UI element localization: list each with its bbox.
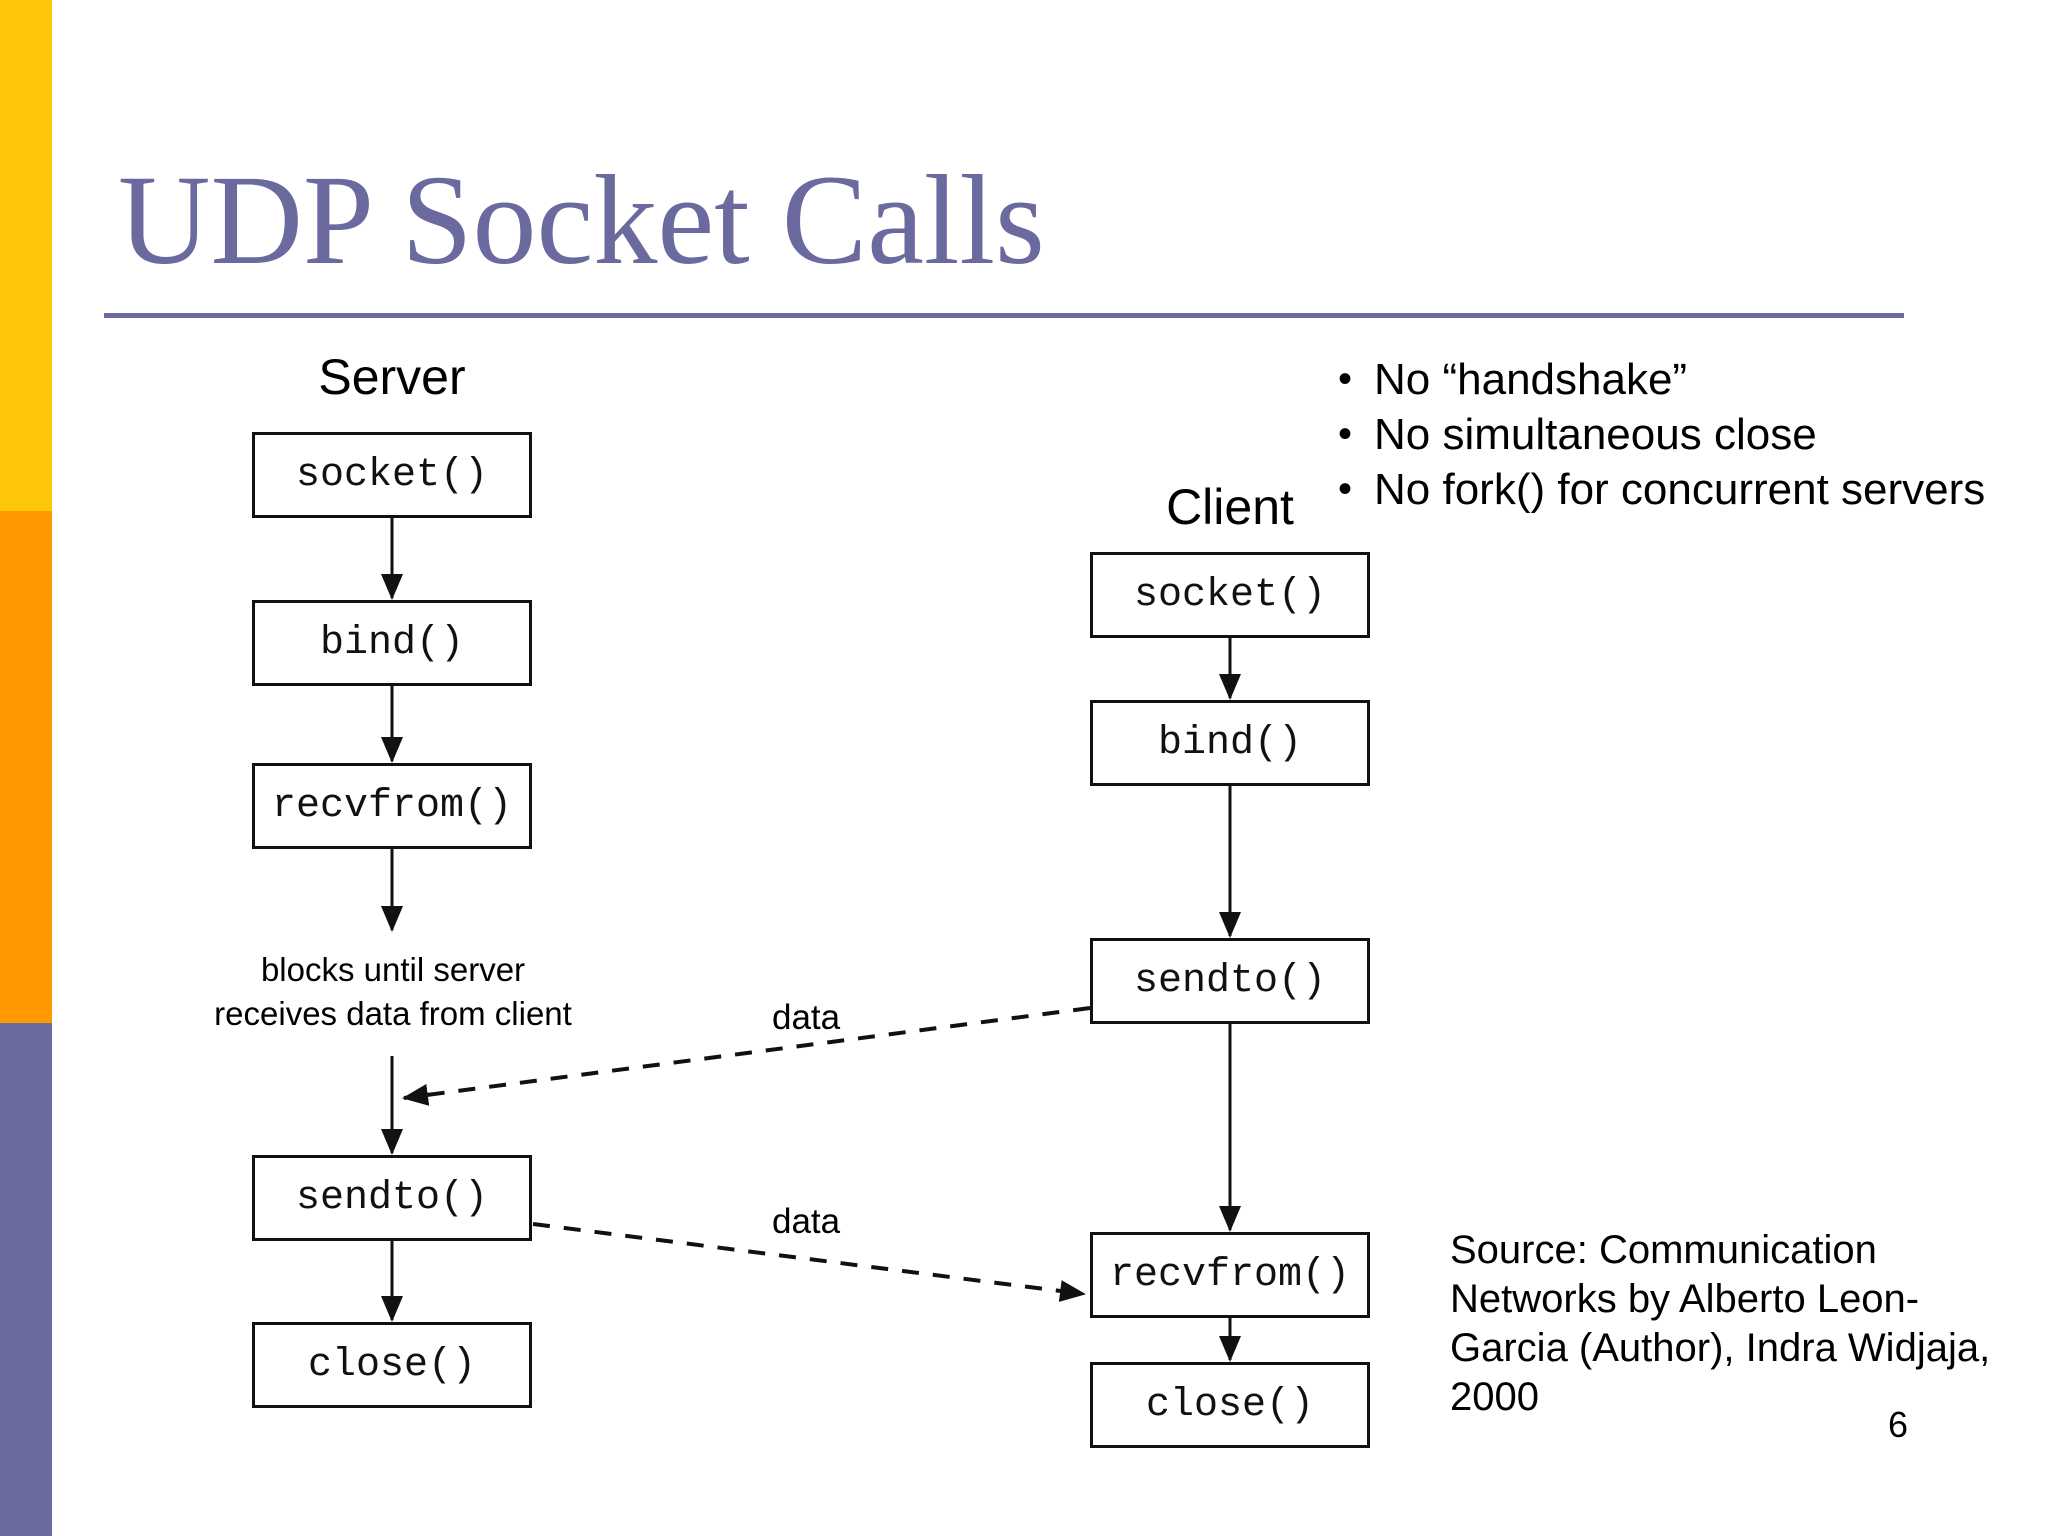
- bullet-item: • No “handshake”: [1338, 352, 2038, 407]
- bullet-text-no-simultaneous-close: No simultaneous close: [1374, 410, 1817, 459]
- bullet-item: • No simultaneous close: [1338, 407, 2038, 462]
- server-close-node: close(): [252, 1322, 532, 1408]
- slide-title: UDP Socket Calls: [118, 149, 1045, 291]
- source-citation: Source: Communication Networks by Albert…: [1450, 1226, 2030, 1422]
- bullet-text-no-handshake: No “handshake”: [1374, 355, 1688, 404]
- server-bind-node: bind(): [252, 600, 532, 686]
- data-arrow-client-sendto-to-server: [402, 1006, 1091, 1106]
- note-line-2: receives data from client: [214, 995, 572, 1032]
- server-socket-node: socket(): [252, 432, 532, 518]
- server-sendto-node: sendto(): [252, 1155, 532, 1241]
- data-label-client-to-server: data: [772, 998, 841, 1037]
- sidebar-segment-orange: [0, 511, 52, 1023]
- client-close-node: close(): [1090, 1362, 1370, 1448]
- server-recvfrom-node: recvfrom(): [252, 763, 532, 849]
- sidebar-segment-yellow: [0, 0, 52, 511]
- source-line-4: 2000: [1450, 1375, 1539, 1419]
- note-line-1: blocks until server: [260, 951, 526, 988]
- source-line-1: Source: Communication: [1450, 1228, 1877, 1272]
- data-label-server-to-client: data: [772, 1202, 841, 1241]
- bullet-dot-icon: •: [1338, 467, 1353, 511]
- server-column-label: Server: [318, 349, 466, 405]
- bullet-text-no-fork: No fork() for concurrent servers: [1374, 465, 1986, 514]
- client-column-label: Client: [1166, 479, 1294, 535]
- title-underline-rule: [104, 313, 1904, 318]
- bullet-item: • No fork() for concurrent servers: [1338, 462, 2038, 517]
- client-bind-node: bind(): [1090, 700, 1370, 786]
- notes-bullet-list: • No “handshake” • No simultaneous close…: [1338, 352, 2038, 517]
- page-number: 6: [1888, 1404, 1909, 1445]
- bullet-dot-icon: •: [1338, 412, 1353, 456]
- bullet-dot-icon: •: [1338, 357, 1353, 401]
- source-line-2: Networks by Alberto Leon-: [1450, 1277, 1920, 1321]
- sidebar-segment-purple: [0, 1023, 52, 1536]
- source-line-3: Garcia (Author), Indra Widjaja,: [1450, 1326, 1991, 1370]
- client-socket-node: socket(): [1090, 552, 1370, 638]
- data-arrow-server-sendto-to-client-recvfrom: [532, 1222, 1086, 1302]
- client-recvfrom-node: recvfrom(): [1090, 1232, 1370, 1318]
- client-sendto-node: sendto(): [1090, 938, 1370, 1024]
- server-blocking-note: blocks until server receives data from c…: [168, 948, 618, 1036]
